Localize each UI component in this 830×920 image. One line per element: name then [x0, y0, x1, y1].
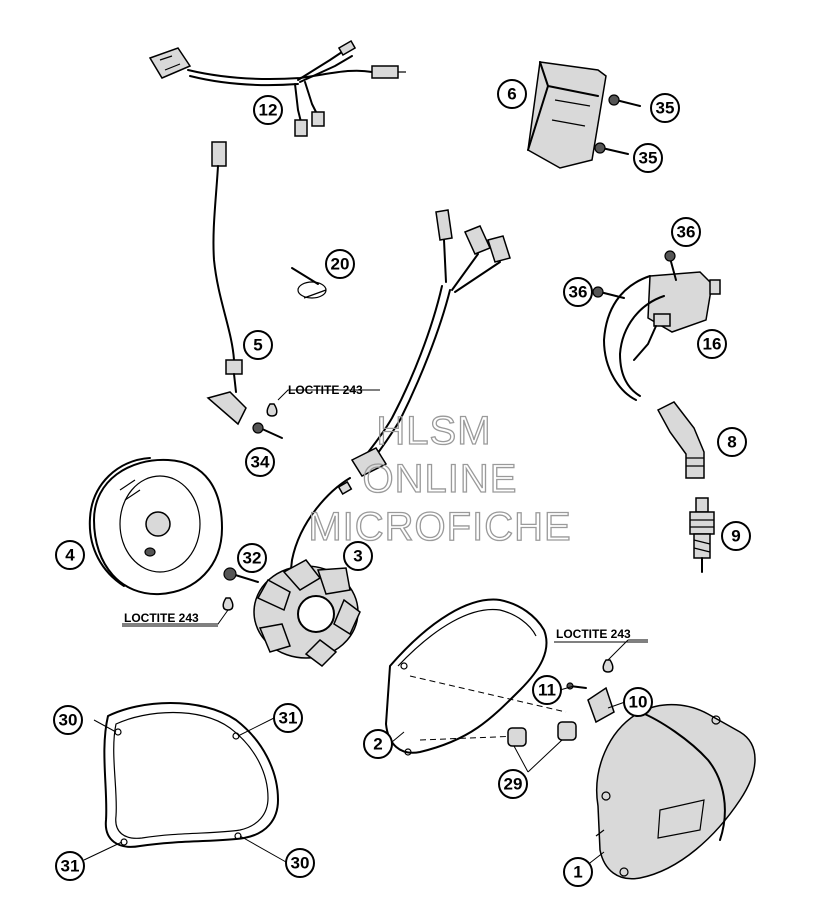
- callout-4: 4: [55, 540, 85, 570]
- svg-text:35: 35: [656, 99, 675, 118]
- callout-36-left: 36: [563, 277, 593, 307]
- svg-text:36: 36: [677, 223, 696, 242]
- callout-31-bottom: 31: [55, 851, 85, 881]
- callout-3: 3: [343, 541, 373, 571]
- loctite-note-32: LOCTITE 243: [124, 611, 199, 625]
- callout-9: 9: [721, 521, 751, 551]
- callout-32: 32: [237, 543, 267, 573]
- generator-cover-gasket-part: [103, 702, 279, 848]
- callout-34: 34: [245, 447, 275, 477]
- svg-text:1: 1: [573, 863, 582, 882]
- watermark-line-1: HLSM: [376, 409, 491, 453]
- stator-part: [253, 209, 511, 667]
- svg-text:6: 6: [507, 85, 516, 104]
- watermark: HLSM ONLINE MICROFICHE: [308, 408, 572, 549]
- spark-plug-part: [689, 497, 715, 573]
- callout-29: 29: [498, 769, 528, 799]
- callout-5: 5: [243, 330, 273, 360]
- svg-text:36: 36: [569, 283, 588, 302]
- svg-text:4: 4: [65, 546, 75, 565]
- flywheel-rotor-part: [88, 457, 223, 596]
- svg-text:11: 11: [538, 681, 556, 700]
- svg-text:12: 12: [259, 101, 278, 120]
- callout-31-top: 31: [273, 703, 303, 733]
- ignition-cover-part: [595, 703, 756, 880]
- clip-parts: [566, 639, 629, 724]
- watermark-line-2: ONLINE: [363, 457, 518, 501]
- watermark-line-3: MICROFICHE: [308, 505, 571, 549]
- svg-text:20: 20: [331, 255, 350, 274]
- svg-text:10: 10: [629, 693, 648, 712]
- callout-2: 2: [363, 729, 393, 759]
- svg-text:31: 31: [61, 857, 80, 876]
- cable-tie-part: [291, 267, 327, 299]
- callout-20: 20: [325, 249, 355, 279]
- loctite-note-11: LOCTITE 243: [556, 627, 631, 641]
- callout-36-top: 36: [671, 217, 701, 247]
- svg-text:32: 32: [243, 549, 262, 568]
- svg-text:2: 2: [373, 735, 382, 754]
- svg-text:8: 8: [727, 433, 736, 452]
- svg-text:30: 30: [59, 711, 78, 730]
- callout-30-top: 30: [53, 705, 83, 735]
- svg-text:29: 29: [504, 775, 523, 794]
- wiring-harness-part: [148, 40, 406, 137]
- svg-text:34: 34: [251, 453, 270, 472]
- cover-gasket-part: [385, 598, 567, 756]
- svg-text:9: 9: [731, 527, 740, 546]
- svg-text:35: 35: [639, 149, 658, 168]
- screw-32-part: [122, 567, 259, 625]
- callout-8: 8: [717, 427, 747, 457]
- callout-30-bottom: 30: [285, 848, 315, 878]
- callout-35-bottom: 35: [633, 143, 663, 173]
- svg-text:5: 5: [253, 336, 262, 355]
- callout-11: 11: [532, 675, 562, 705]
- screw-34-part: [252, 389, 380, 439]
- kill-switch-cable-part: [206, 141, 247, 426]
- ignition-coil-part: [592, 250, 721, 401]
- callout-12: 12: [253, 95, 283, 125]
- callout-6: 6: [497, 79, 527, 109]
- loctite-note-34: LOCTITE 243: [288, 383, 363, 397]
- callout-16: 16: [697, 329, 727, 359]
- callout-35-top: 35: [650, 93, 680, 123]
- dowel-sleeves-part: [507, 721, 577, 747]
- svg-text:16: 16: [703, 335, 722, 354]
- callout-10: 10: [623, 687, 653, 717]
- callout-1: 1: [563, 857, 593, 887]
- svg-text:30: 30: [291, 854, 310, 873]
- svg-text:3: 3: [353, 547, 362, 566]
- spark-plug-connector-part: [656, 401, 705, 479]
- leader-lines: [83, 639, 648, 867]
- cdi-unit-part: [527, 61, 641, 169]
- svg-text:31: 31: [279, 709, 298, 728]
